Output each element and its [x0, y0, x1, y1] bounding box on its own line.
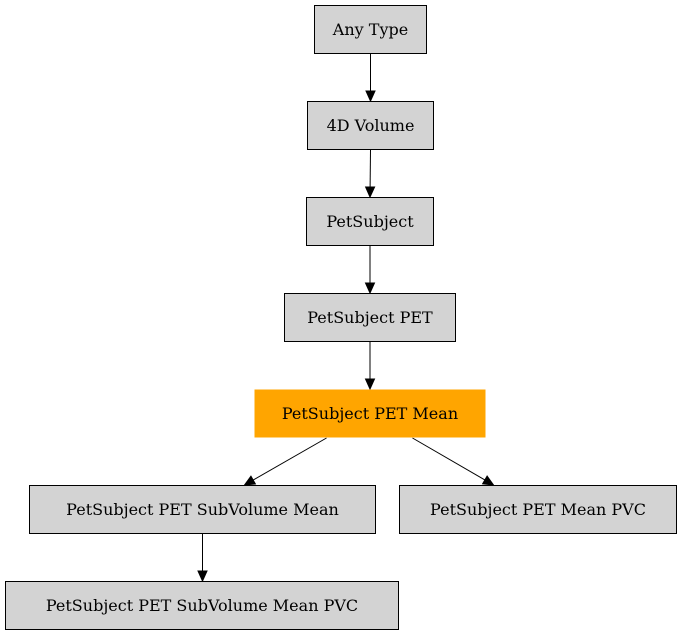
node-label: PetSubject PET Mean PVC	[430, 500, 646, 519]
arrowhead-icon	[364, 282, 376, 295]
node-label: PetSubject PET SubVolume Mean	[66, 500, 339, 519]
node-box	[29, 485, 376, 534]
node-box	[5, 581, 399, 630]
arrowhead-icon	[243, 475, 257, 486]
node-pet-subject-pet: PetSubject PET	[284, 293, 456, 342]
edge-volume-4d-to-pet-subject	[364, 149, 376, 199]
edge-pet-subject-pet-subvolume-mean-to-pet-subject-pet-subvolume-mean-pvc	[197, 534, 208, 583]
arrowhead-icon	[365, 90, 376, 103]
edge-pet-subject-pet-mean-to-pet-subject-pet-mean-pvc	[412, 437, 495, 486]
arrowhead-icon	[481, 475, 495, 486]
node-label: 4D Volume	[327, 116, 415, 135]
edges-layer	[197, 54, 495, 583]
node-pet-subject-pet-subvolume-mean-pvc: PetSubject PET SubVolume Mean PVC	[5, 581, 399, 630]
node-label: PetSubject PET SubVolume Mean PVC	[46, 596, 358, 615]
arrowhead-icon	[364, 186, 376, 199]
node-volume-4d: 4D Volume	[307, 101, 434, 150]
node-pet-subject: PetSubject	[306, 197, 434, 246]
node-label: PetSubject PET Mean	[282, 404, 458, 423]
node-label: Any Type	[332, 20, 408, 39]
edge-line	[252, 437, 327, 481]
node-box	[314, 5, 427, 54]
edge-pet-subject-to-pet-subject-pet	[364, 246, 376, 295]
node-box	[307, 101, 434, 150]
node-box	[306, 197, 434, 246]
arrowhead-icon	[364, 378, 376, 391]
edge-pet-subject-pet-to-pet-subject-pet-mean	[364, 342, 376, 391]
edge-line	[412, 437, 486, 481]
arrowhead-icon	[197, 570, 208, 583]
edge-pet-subject-pet-mean-to-pet-subject-pet-subvolume-mean	[243, 437, 327, 486]
node-any-type: Any Type	[314, 5, 427, 54]
node-box	[254, 389, 486, 438]
node-pet-subject-pet-mean-pvc: PetSubject PET Mean PVC	[399, 485, 677, 534]
node-box	[284, 293, 456, 342]
node-box	[399, 485, 677, 534]
node-label: PetSubject	[326, 212, 414, 231]
edge-any-type-to-volume-4d	[365, 54, 376, 103]
node-pet-subject-pet-subvolume-mean: PetSubject PET SubVolume Mean	[29, 485, 376, 534]
node-pet-subject-pet-mean: PetSubject PET Mean	[254, 389, 486, 438]
node-label: PetSubject PET	[307, 308, 433, 327]
